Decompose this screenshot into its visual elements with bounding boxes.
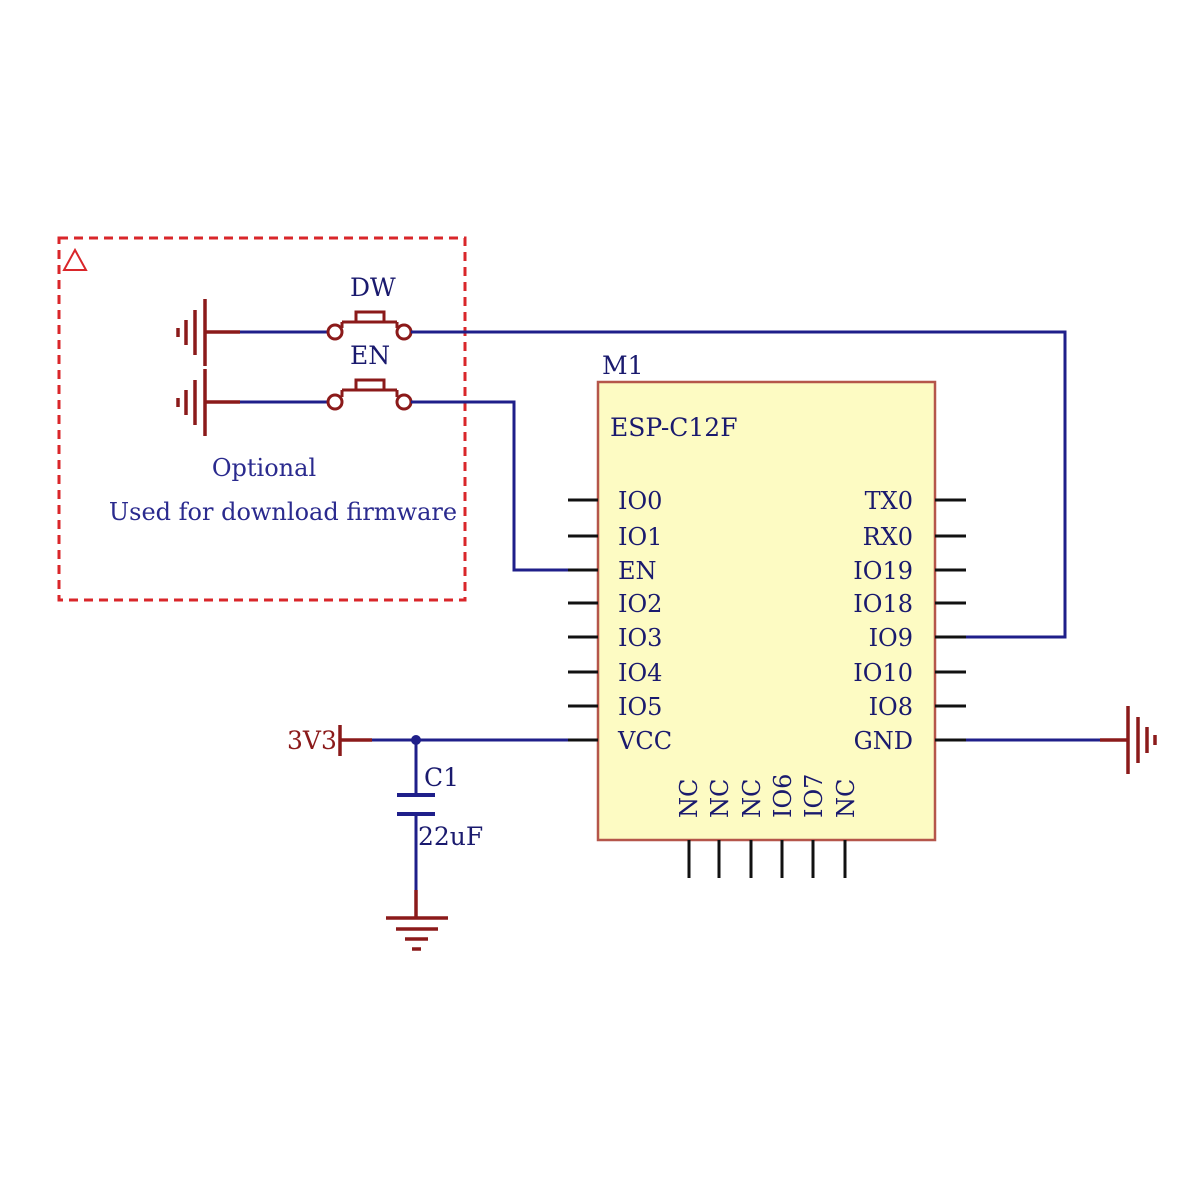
- power-section: 3V3 C1 22uF: [287, 725, 568, 951]
- left-pin-lines: [568, 498, 598, 742]
- bottom-pin-lines: [687, 840, 847, 878]
- pin-label-en: EN: [618, 557, 657, 585]
- esp-module: M1 ESP-C12F IO0 IO1 EN IO2 IO3 IO4 IO5 V…: [568, 351, 966, 878]
- module-designator: M1: [602, 351, 644, 380]
- warning-triangle-icon: [62, 247, 88, 271]
- cap-ground-symbol: [386, 916, 448, 951]
- capacitor-value: 22uF: [418, 822, 483, 851]
- en-pushbutton: [326, 378, 413, 411]
- pin-label-io0: IO0: [618, 487, 662, 515]
- en-to-en-pin-wire: [411, 400, 568, 572]
- pin-label-io10: IO10: [853, 659, 913, 687]
- capacitor-designator: C1: [424, 763, 459, 792]
- pin-label-nc-2: NC: [706, 779, 734, 818]
- module-body: [596, 380, 937, 842]
- pin-label-nc-1: NC: [675, 779, 703, 818]
- pin-label-io1: IO1: [618, 523, 662, 551]
- pin-label-io7: IO7: [800, 774, 828, 818]
- optional-download-block: DW EN Optional Used for download firmwar…: [57, 236, 467, 602]
- pin-label-rx0: RX0: [863, 523, 913, 551]
- dw-pushbutton: [326, 310, 413, 341]
- dw-to-io9-wire: [411, 330, 1067, 639]
- module-ground: [966, 706, 1157, 774]
- pin-label-io4: IO4: [618, 659, 662, 687]
- pin-label-nc-4: NC: [832, 779, 860, 818]
- pin-label-io3: IO3: [618, 624, 662, 652]
- pin-label-tx0: TX0: [865, 487, 913, 515]
- pin-label-io18: IO18: [853, 590, 913, 618]
- pin-label-vcc: VCC: [617, 727, 672, 755]
- pin-label-io5: IO5: [618, 693, 662, 721]
- dw-button-ground-symbol: [176, 299, 240, 366]
- optional-block-border: [57, 236, 467, 602]
- pin-label-io2: IO2: [618, 590, 662, 618]
- pin-label-io9: IO9: [869, 624, 913, 652]
- pin-label-io8: IO8: [869, 693, 913, 721]
- optional-note-line2: Used for download firmware: [109, 498, 457, 526]
- en-button-label: EN: [350, 341, 390, 370]
- pin-label-io6: IO6: [769, 774, 797, 818]
- right-pin-lines: [935, 498, 966, 742]
- optional-note-line1: Optional: [212, 454, 316, 482]
- pin-label-gnd: GND: [854, 727, 913, 755]
- pin-label-io19: IO19: [853, 557, 913, 585]
- power-rail-label: 3V3: [287, 726, 337, 755]
- pin-label-nc-3: NC: [738, 779, 766, 818]
- en-button-ground-symbol: [176, 369, 240, 436]
- module-name: ESP-C12F: [610, 413, 738, 442]
- dw-button-label: DW: [350, 273, 396, 302]
